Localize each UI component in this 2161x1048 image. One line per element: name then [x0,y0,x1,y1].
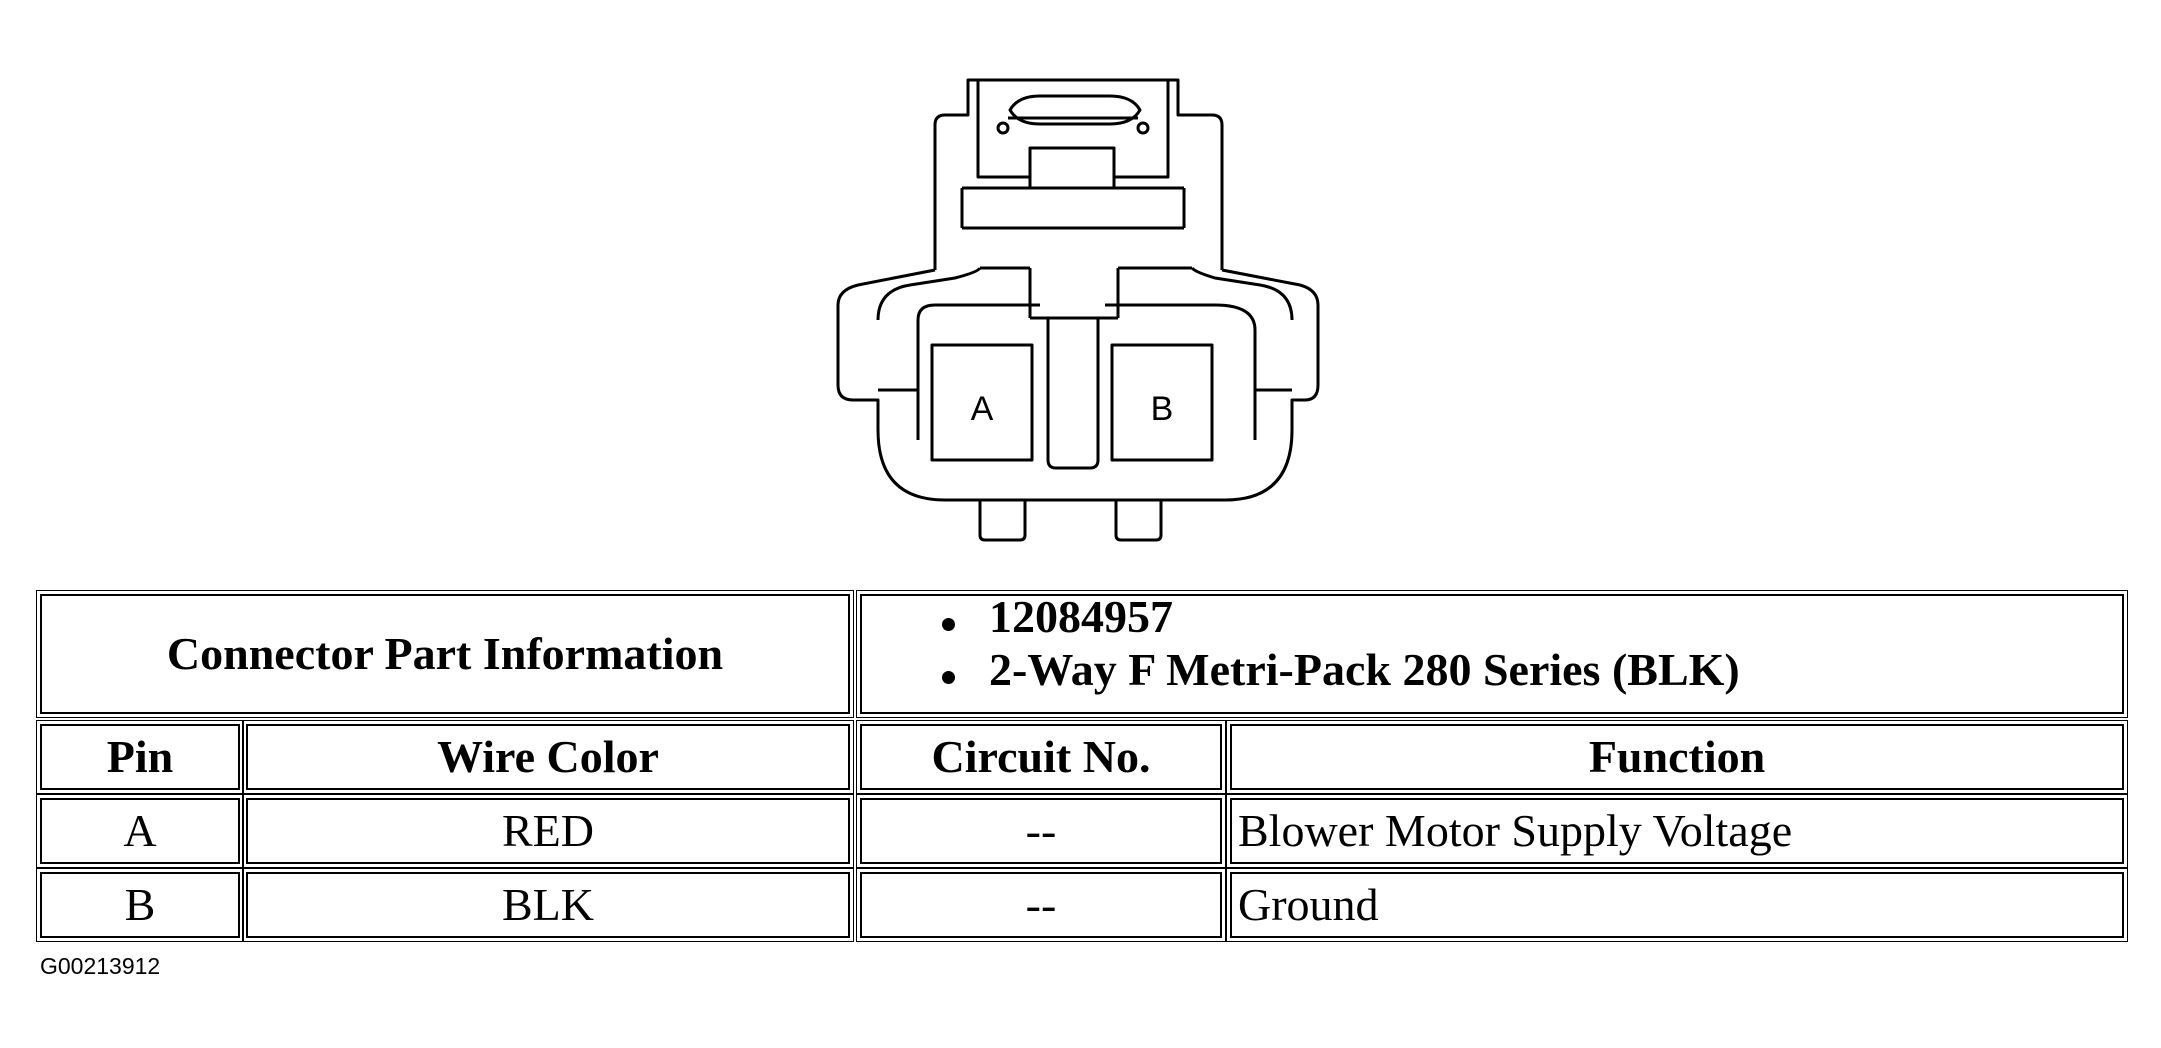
circuit-no-value: -- [1025,879,1057,930]
pin-cavity-a [930,343,1034,462]
header-pin: Pin [36,720,244,794]
part-info-label: Connector Part Information [166,628,724,679]
row-b-circuit-no: -- [856,868,1226,942]
header-wire-color: Wire Color [242,720,854,794]
function-value: Ground [1238,879,1379,930]
part-info-label-cell: Connector Part Information [36,590,854,718]
wire-color-value: RED [502,805,594,856]
row-a-pin: A [36,794,244,868]
connector-housing [836,78,1320,502]
circuit-no-value: -- [1025,805,1057,856]
part-info-item: 12084957 [942,594,1173,640]
part-info-item: 2-Way F Metri-Pack 280 Series (BLK) [942,647,1740,693]
connector-diagram: A B [836,78,1320,542]
connector-feet [978,500,1163,542]
header-pin-label: Pin [106,731,174,782]
part-info-list: 12084957 2-Way F Metri-Pack 280 Series (… [860,594,2120,709]
row-a-circuit-no: -- [856,794,1226,868]
row-b-pin: B [36,868,244,942]
bullet-icon [942,670,955,684]
pin-cavity-b [1110,343,1214,462]
pin-value: B [124,879,156,930]
part-info-values-cell [856,590,2128,718]
pin-value: A [123,805,157,856]
pin-label-a: A [971,390,994,428]
header-function-label: Function [1588,731,1766,782]
function-value: Blower Motor Supply Voltage [1238,805,1793,856]
row-a-wire-color: RED [242,794,854,868]
row-b-function: Ground [1226,868,2128,942]
part-description: 2-Way F Metri-Pack 280 Series (BLK) [989,644,1740,695]
pin-label-b: B [1151,390,1174,428]
header-wire-color-label: Wire Color [437,731,659,782]
row-b-wire-color: BLK [242,868,854,942]
figure-id: G00213912 [40,953,161,979]
header-circuit-no-label: Circuit No. [931,731,1151,782]
header-function: Function [1226,720,2128,794]
connector-latch [960,78,1186,230]
header-circuit-no: Circuit No. [856,720,1226,794]
bullet-icon [942,617,955,631]
wire-color-value: BLK [502,879,594,930]
part-number: 12084957 [989,591,1173,642]
row-a-function: Blower Motor Supply Voltage [1226,794,2128,868]
